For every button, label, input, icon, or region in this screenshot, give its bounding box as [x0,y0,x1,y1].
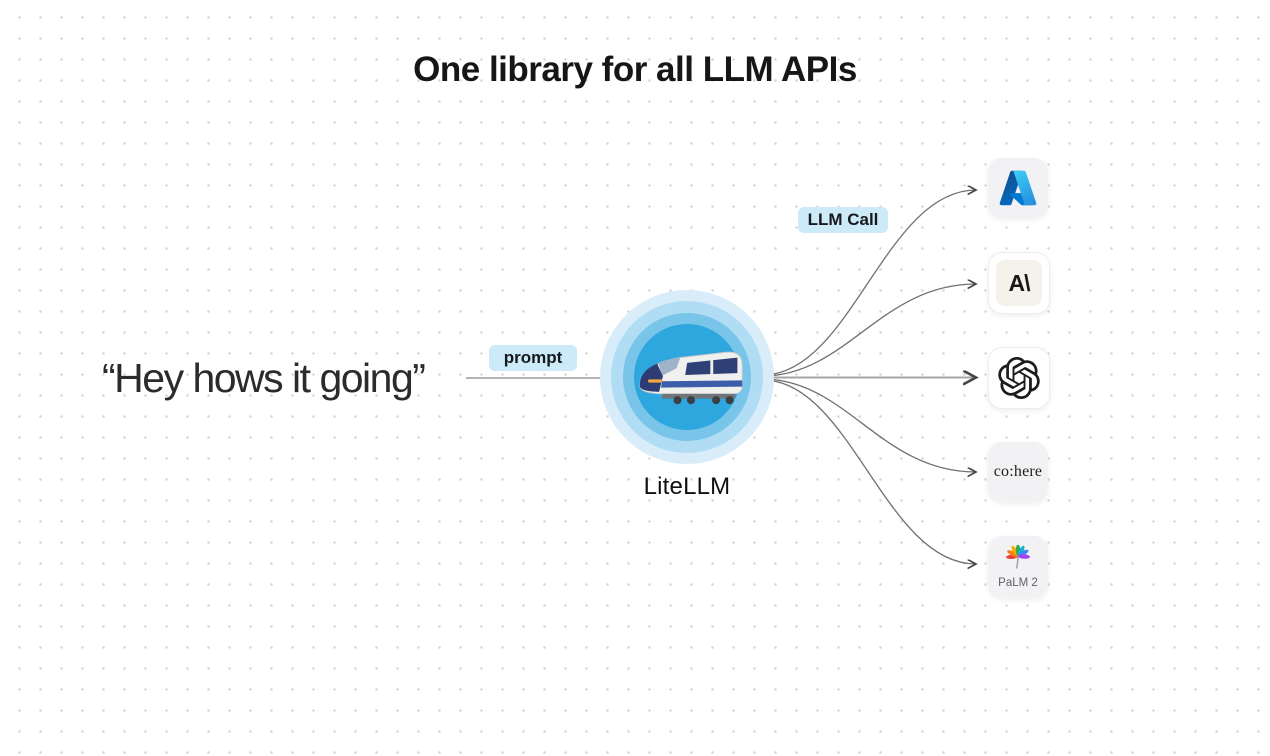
prompt-quote-text: “Hey hows it going” [102,355,426,401]
cohere-logo-icon: co:here [993,463,1043,480]
provider-tile-anthropic: A\ [988,252,1050,314]
llm-call-badge: LLM Call [798,207,888,233]
curve-to-palm2 [765,379,976,564]
provider-tile-cohere: co:here [988,442,1048,502]
curve-to-cohere [765,378,976,472]
palm2-label: PaLM 2 [998,577,1038,589]
azure-logo-icon [999,170,1037,206]
provider-tile-palm2: PaLM 2 [988,536,1048,598]
curve-to-anthropic [765,284,976,377]
anthropic-logo-icon: A\ [996,260,1042,306]
curve-to-azure [765,190,976,376]
palm-tree-icon [1006,545,1030,569]
page-title: One library for all LLM APIs [413,50,857,89]
litellm-label: LiteLLM [643,473,731,500]
prompt-badge: prompt [489,345,577,371]
openai-logo-icon [998,357,1040,399]
provider-tile-azure [988,158,1048,218]
provider-tile-openai [988,347,1050,409]
bullet-train-emoji [639,351,743,405]
anthropic-wordmark: A\ [1008,269,1031,296]
